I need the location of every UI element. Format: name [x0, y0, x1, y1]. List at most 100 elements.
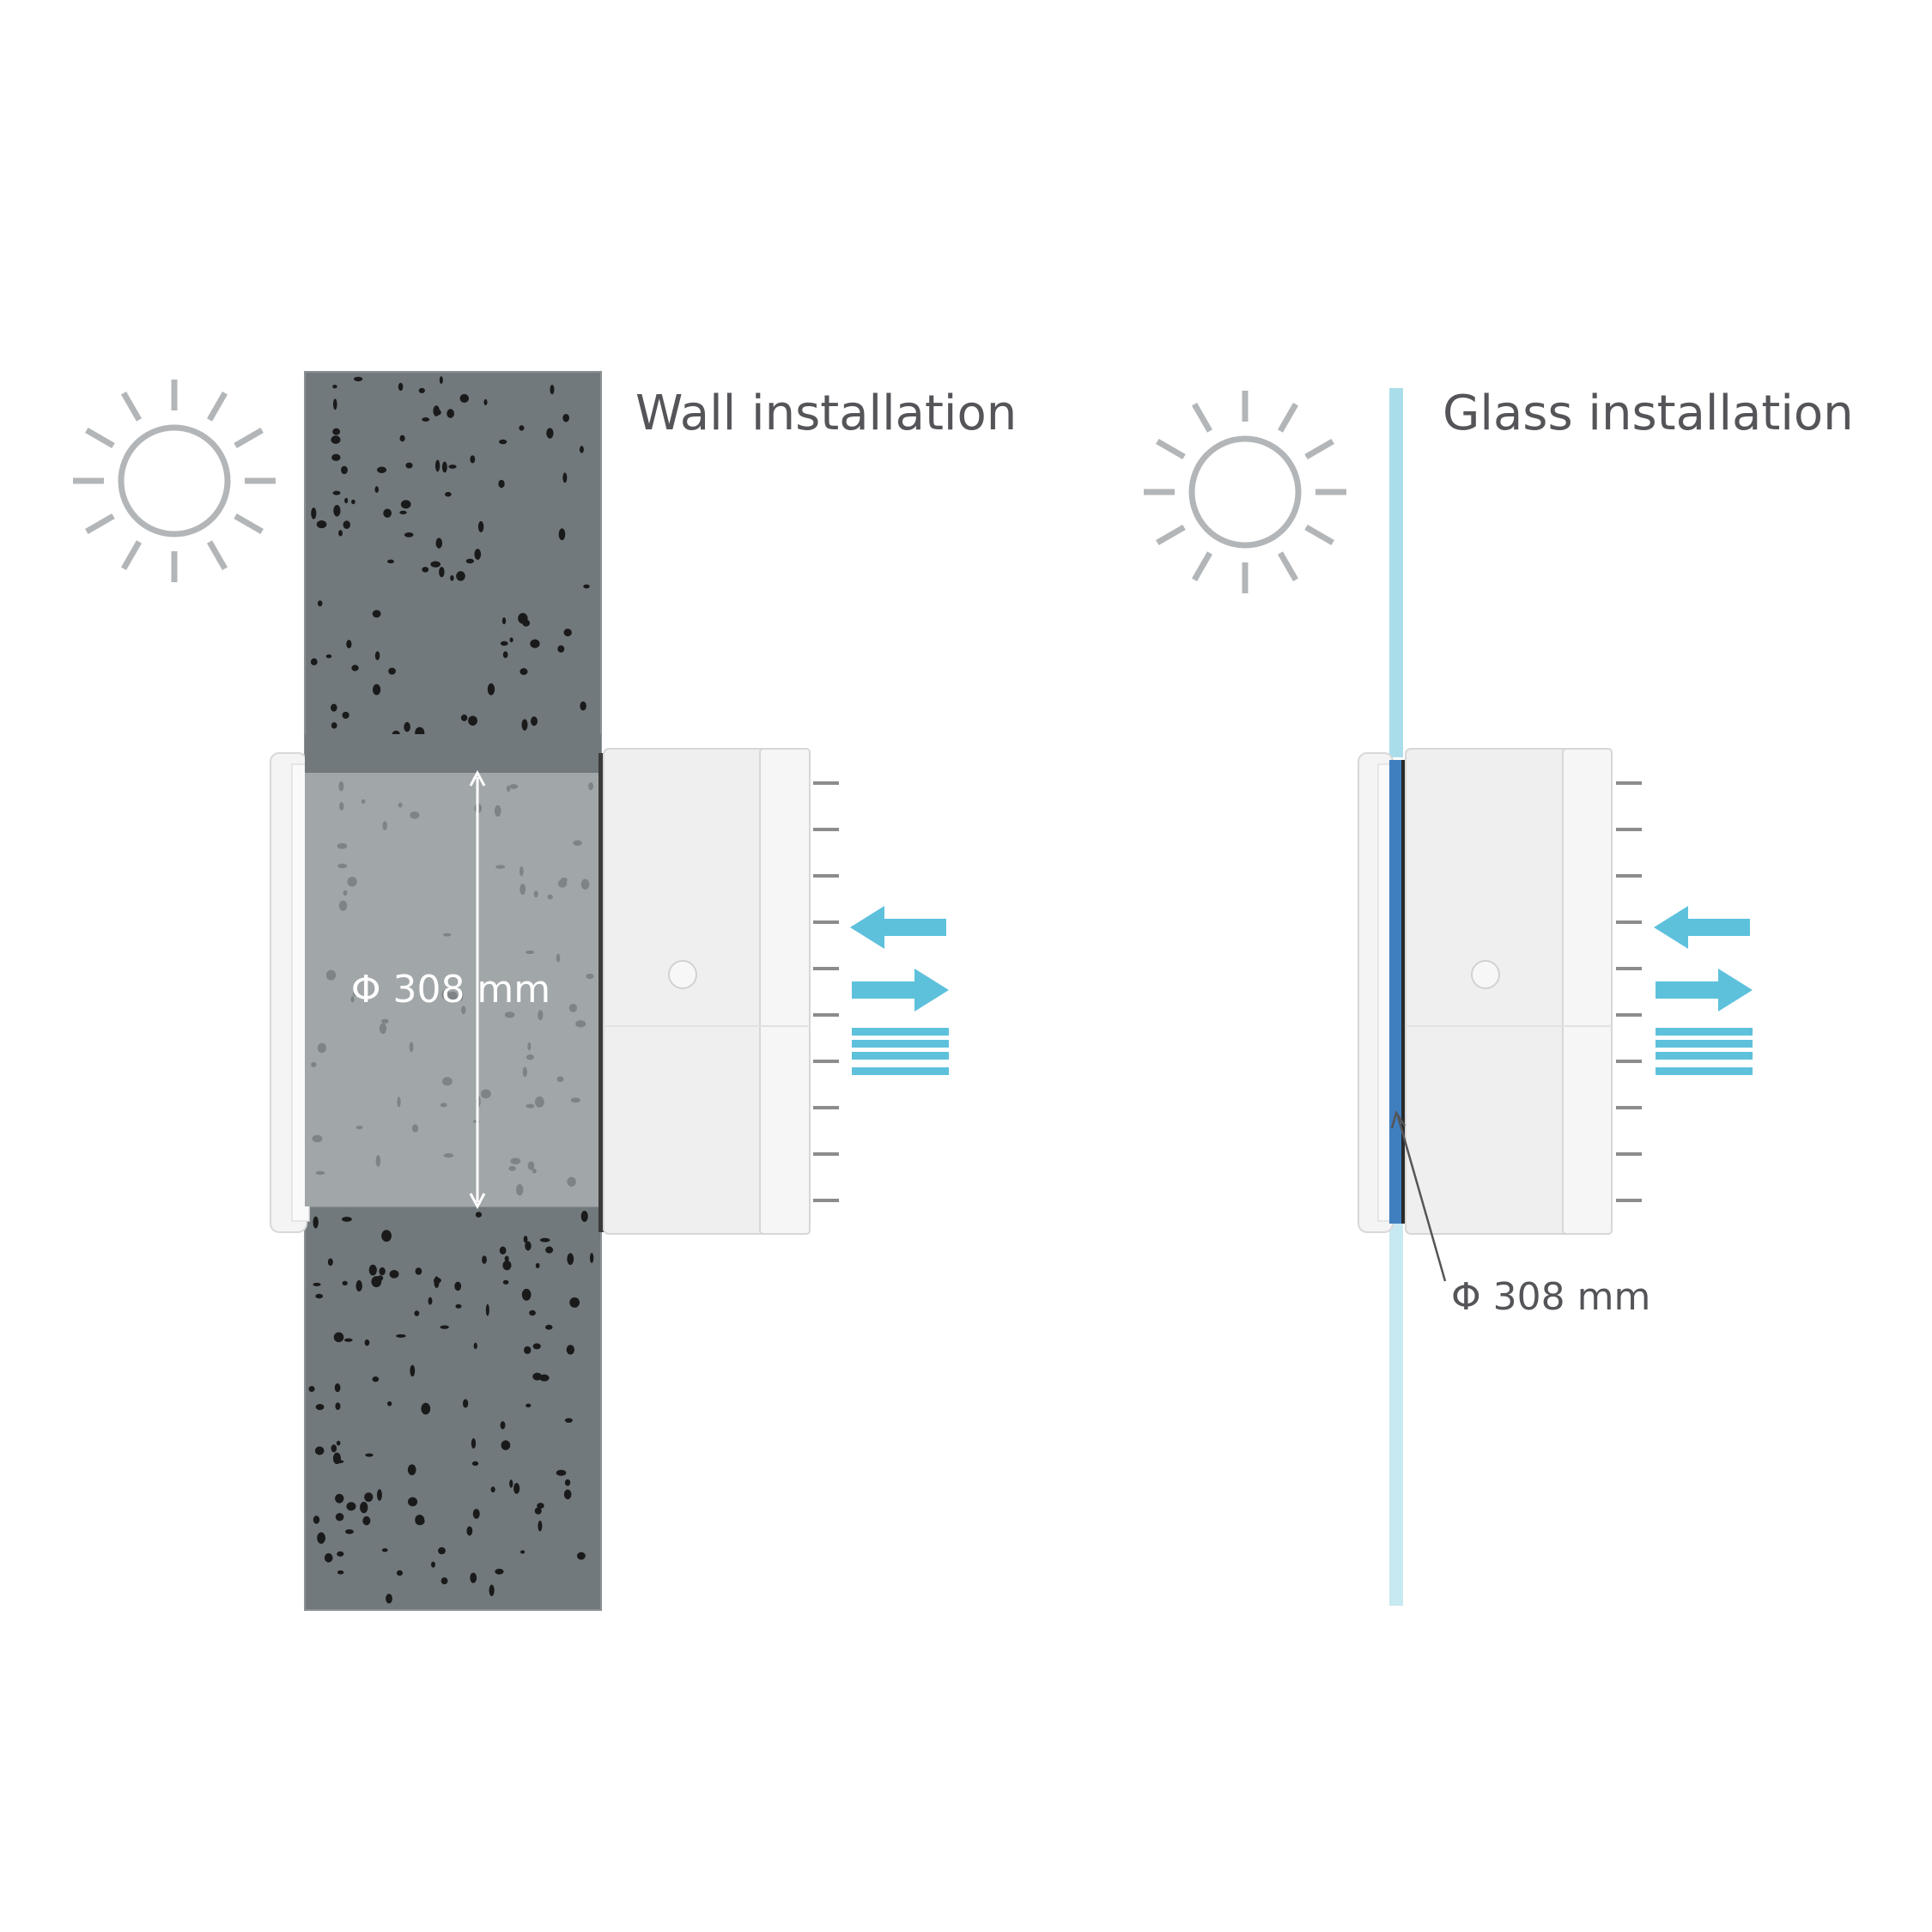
speckle [459, 393, 470, 404]
speckle [383, 508, 392, 518]
speckle [313, 1516, 320, 1524]
speckle [562, 413, 569, 422]
speckle [523, 1236, 528, 1243]
sun-ray [1304, 524, 1334, 546]
speckle [564, 1418, 573, 1423]
speckle [580, 878, 590, 890]
speckle [519, 425, 525, 431]
speckle [502, 1279, 509, 1285]
speckle [316, 520, 327, 529]
speckle [495, 865, 506, 869]
speckle [443, 933, 452, 937]
speckle [342, 1217, 352, 1222]
speckle [388, 667, 396, 675]
sun-ray [120, 392, 143, 422]
sun-ray [234, 513, 264, 535]
speckle [389, 1269, 399, 1279]
speckle [397, 1097, 401, 1108]
sun-ray [1277, 403, 1299, 433]
speckle [334, 1382, 341, 1393]
speckle [331, 1444, 337, 1453]
speckle [586, 973, 594, 980]
speckle [351, 499, 355, 505]
wall-diameter-label: Φ 308 mm [351, 968, 550, 1012]
speckle [545, 1246, 554, 1254]
speckle [498, 479, 505, 489]
speckle [474, 549, 482, 560]
speckle [361, 799, 366, 804]
speckle [563, 629, 572, 637]
speckle [327, 1258, 333, 1267]
speckle [343, 890, 348, 896]
speckle [448, 465, 457, 469]
speckle [483, 398, 488, 405]
speckle [450, 574, 454, 581]
speckle [325, 654, 332, 659]
speckle [331, 703, 337, 712]
speckle [380, 1018, 389, 1024]
speckle [364, 1339, 370, 1346]
grille-tick [1616, 781, 1642, 785]
speckle [308, 1386, 315, 1392]
speckle [576, 1552, 586, 1560]
speckle [588, 782, 593, 791]
speckle [338, 900, 348, 911]
sun-ray [1156, 524, 1186, 546]
glass-gasket [1401, 760, 1406, 1224]
glass-installation-panel: Φ 308 mm Glass installation [1144, 386, 1854, 1606]
speckle [499, 1246, 507, 1255]
speckle [355, 1279, 362, 1292]
speckle [556, 953, 561, 963]
speckle [564, 1479, 571, 1486]
speckle [337, 842, 348, 849]
speckle [364, 1492, 374, 1503]
grille-tick [813, 781, 839, 785]
speckle [533, 890, 538, 898]
speckle [360, 1501, 368, 1514]
speckle [433, 405, 440, 416]
cutout-texture [311, 781, 594, 1196]
speckle [398, 802, 403, 808]
speckle [447, 409, 454, 418]
speckle [331, 453, 341, 461]
speckle [404, 721, 410, 732]
speckle [430, 561, 441, 568]
speckle [477, 520, 484, 532]
diameter-dimension [469, 769, 486, 1210]
speckle [317, 1532, 326, 1544]
speckle [556, 1469, 567, 1476]
speckle [527, 1161, 535, 1170]
grille-tick [813, 1199, 839, 1202]
speckle [539, 1374, 550, 1382]
arrow-right-icon [1656, 969, 1753, 1012]
speckle [568, 1003, 578, 1012]
speckle [556, 1076, 564, 1083]
speckle [458, 990, 464, 1001]
glass-pane-lower [1389, 1224, 1403, 1606]
speckle [466, 1526, 473, 1536]
sun-ray [1191, 403, 1213, 433]
speckle [338, 530, 343, 537]
grille-tick [1616, 1199, 1642, 1202]
speckle [346, 1502, 356, 1511]
speckle [332, 398, 337, 410]
speckle [332, 1452, 342, 1465]
wall-cutout [305, 773, 601, 1206]
speckle [331, 435, 341, 444]
speckle [350, 996, 355, 1003]
lines-icon [852, 1028, 949, 1075]
speckle [368, 1264, 377, 1276]
speckle [387, 559, 394, 564]
grille-ticks [1616, 781, 1642, 1202]
speckle [510, 1157, 521, 1165]
speckle [372, 1376, 380, 1382]
speckle [521, 1288, 532, 1301]
sun-icon [73, 380, 276, 582]
speckle [398, 382, 404, 392]
speckle [343, 520, 350, 529]
speckle [335, 1402, 341, 1410]
speckle [524, 1346, 532, 1354]
speckle [439, 376, 443, 385]
wall-upper [304, 371, 602, 761]
speckle [337, 863, 348, 869]
